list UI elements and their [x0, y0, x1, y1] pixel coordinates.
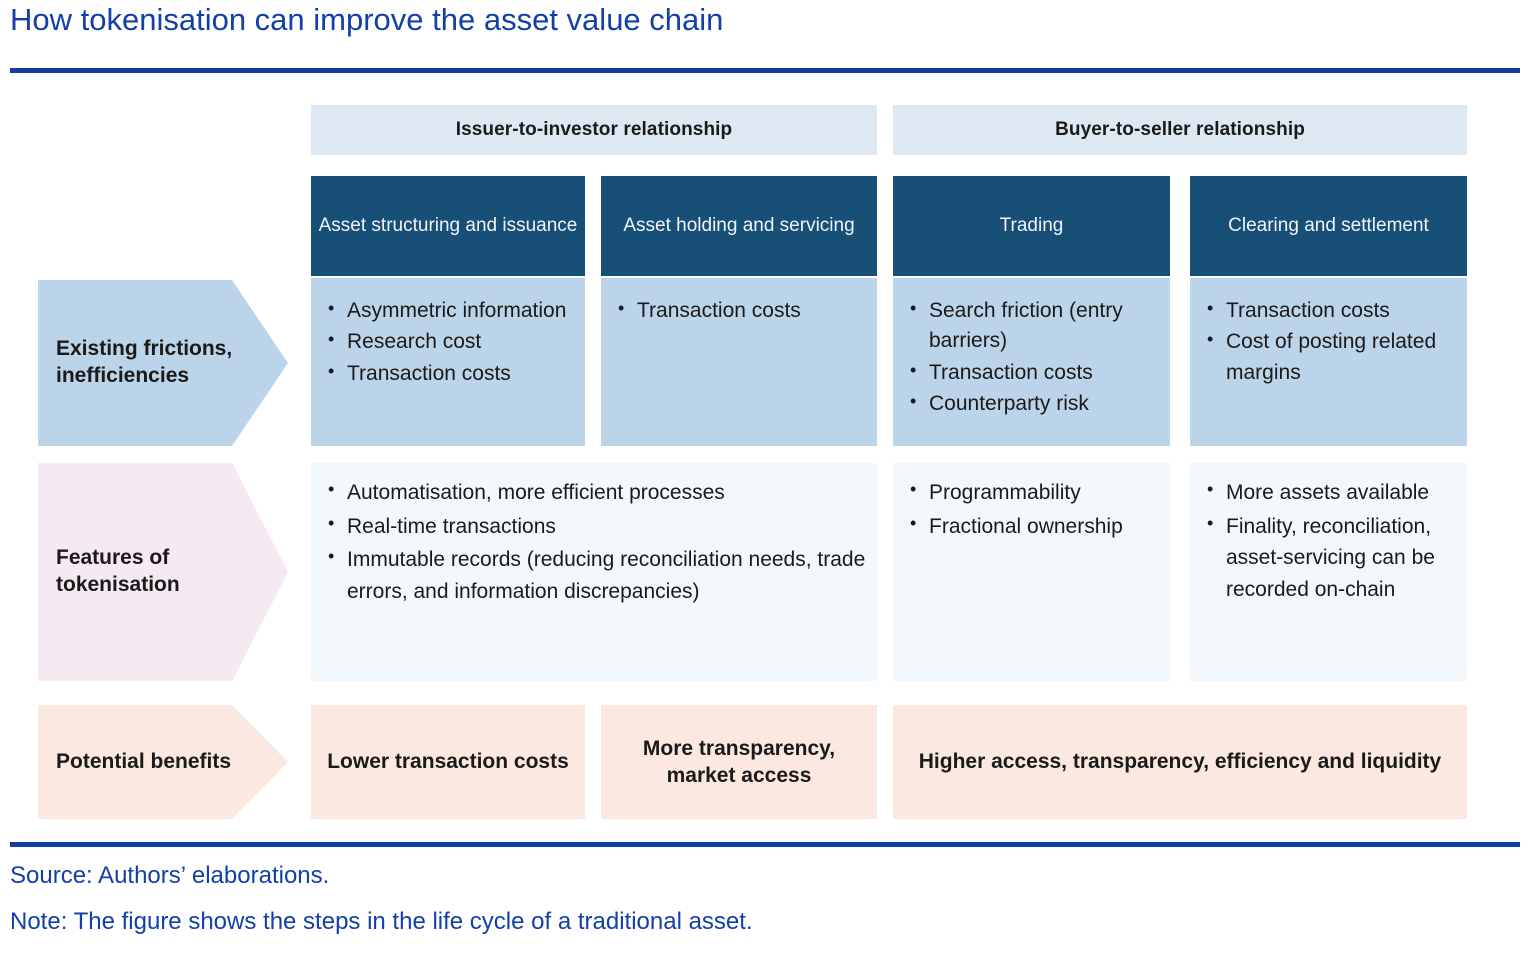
- relationship-band-buyer-to-seller: Buyer-to-seller relationship: [893, 105, 1467, 155]
- list-item: Transaction costs: [325, 358, 575, 389]
- stage-header-label: Asset holding and servicing: [623, 215, 855, 237]
- bullet-list: More assets available Finality, reconcil…: [1204, 476, 1457, 606]
- page-title: How tokenisation can improve the asset v…: [10, 2, 724, 37]
- chevron-arrow-icon: [38, 705, 288, 819]
- cell-benefits-buyer-to-seller: Higher access, transparency, efficiency …: [893, 705, 1467, 819]
- row-label-text: Existing frictions, inefficiencies: [56, 337, 233, 387]
- cell-features-trading: Programmability Fractional ownership: [893, 463, 1170, 681]
- cell-frictions-trading: Search friction (entry barriers) Transac…: [893, 278, 1170, 446]
- list-item: Transaction costs: [907, 357, 1160, 388]
- bullet-list: Transaction costs Cost of posting relate…: [1204, 295, 1457, 388]
- relationship-band-issuer-to-investor: Issuer-to-investor relationship: [311, 105, 877, 155]
- list-item: Automatisation, more efficient processes: [325, 476, 867, 509]
- chevron-arrow-icon: [38, 280, 288, 446]
- stage-header-label: Asset structuring and issuance: [318, 215, 578, 237]
- bullet-list: Automatisation, more efficient processes…: [325, 476, 867, 607]
- relationship-band-label: Buyer-to-seller relationship: [1055, 119, 1305, 140]
- cell-frictions-asset-holding: Transaction costs: [601, 278, 877, 446]
- cell-features-clearing: More assets available Finality, reconcil…: [1190, 463, 1467, 681]
- stage-header-asset-structuring-and-issuance: Asset structuring and issuance: [311, 176, 585, 276]
- list-item: Real-time transactions: [325, 510, 867, 543]
- list-item: More assets available: [1204, 476, 1457, 509]
- cell-benefits-asset-holding: More transparency, market access: [601, 705, 877, 819]
- row-label-features-of-tokenisation: Features of tokenisation: [38, 463, 288, 681]
- list-item: Fractional ownership: [907, 510, 1160, 543]
- stage-header-clearing-and-settlement: Clearing and settlement: [1190, 176, 1467, 276]
- header-rule: [10, 68, 1520, 73]
- cell-frictions-asset-structuring: Asymmetric information Research cost Tra…: [311, 278, 585, 446]
- list-item: Research cost: [325, 326, 575, 357]
- row-label-existing-frictions: Existing frictions, inefficiencies: [38, 280, 288, 446]
- list-item: Immutable records (reducing reconciliati…: [325, 543, 867, 607]
- bullet-list: Transaction costs: [615, 295, 867, 326]
- bullet-list: Search friction (entry barriers) Transac…: [907, 295, 1160, 420]
- benefit-text: Higher access, transparency, efficiency …: [918, 750, 1442, 774]
- chevron-arrow-icon: [38, 463, 288, 681]
- stage-header-label: Trading: [999, 215, 1064, 237]
- relationship-band-label: Issuer-to-investor relationship: [455, 119, 733, 140]
- list-item: Transaction costs: [1204, 295, 1457, 326]
- row-label-text: Potential benefits: [56, 749, 232, 773]
- stage-header-label: Clearing and settlement: [1228, 215, 1429, 237]
- list-item: Asymmetric information: [325, 295, 575, 326]
- benefit-text: Lower transaction costs: [327, 750, 569, 774]
- cell-frictions-clearing: Transaction costs Cost of posting relate…: [1190, 278, 1467, 446]
- list-item: Programmability: [907, 476, 1160, 509]
- list-item: Cost of posting related margins: [1204, 326, 1457, 388]
- cell-features-issuer-to-investor: Automatisation, more efficient processes…: [311, 463, 877, 681]
- list-item: Counterparty risk: [907, 388, 1160, 419]
- row-label-text: Features of tokenisation: [56, 546, 180, 596]
- stage-header-trading: Trading: [893, 176, 1170, 276]
- bullet-list: Asymmetric information Research cost Tra…: [325, 295, 575, 389]
- list-item: Search friction (entry barriers): [907, 295, 1160, 357]
- cell-benefits-asset-structuring: Lower transaction costs: [311, 705, 585, 819]
- list-item: Transaction costs: [615, 295, 867, 326]
- footer-source: Source: Authors’ elaborations.: [10, 862, 330, 889]
- footer-rule: [10, 842, 1520, 847]
- row-label-potential-benefits: Potential benefits: [38, 705, 288, 819]
- list-item: Finality, reconciliation, asset-servicin…: [1204, 510, 1457, 606]
- footer-note: Note: The figure shows the steps in the …: [10, 908, 753, 935]
- stage-header-asset-holding-and-servicing: Asset holding and servicing: [601, 176, 877, 276]
- benefit-text: More transparency, market access: [642, 736, 836, 787]
- bullet-list: Programmability Fractional ownership: [907, 476, 1160, 543]
